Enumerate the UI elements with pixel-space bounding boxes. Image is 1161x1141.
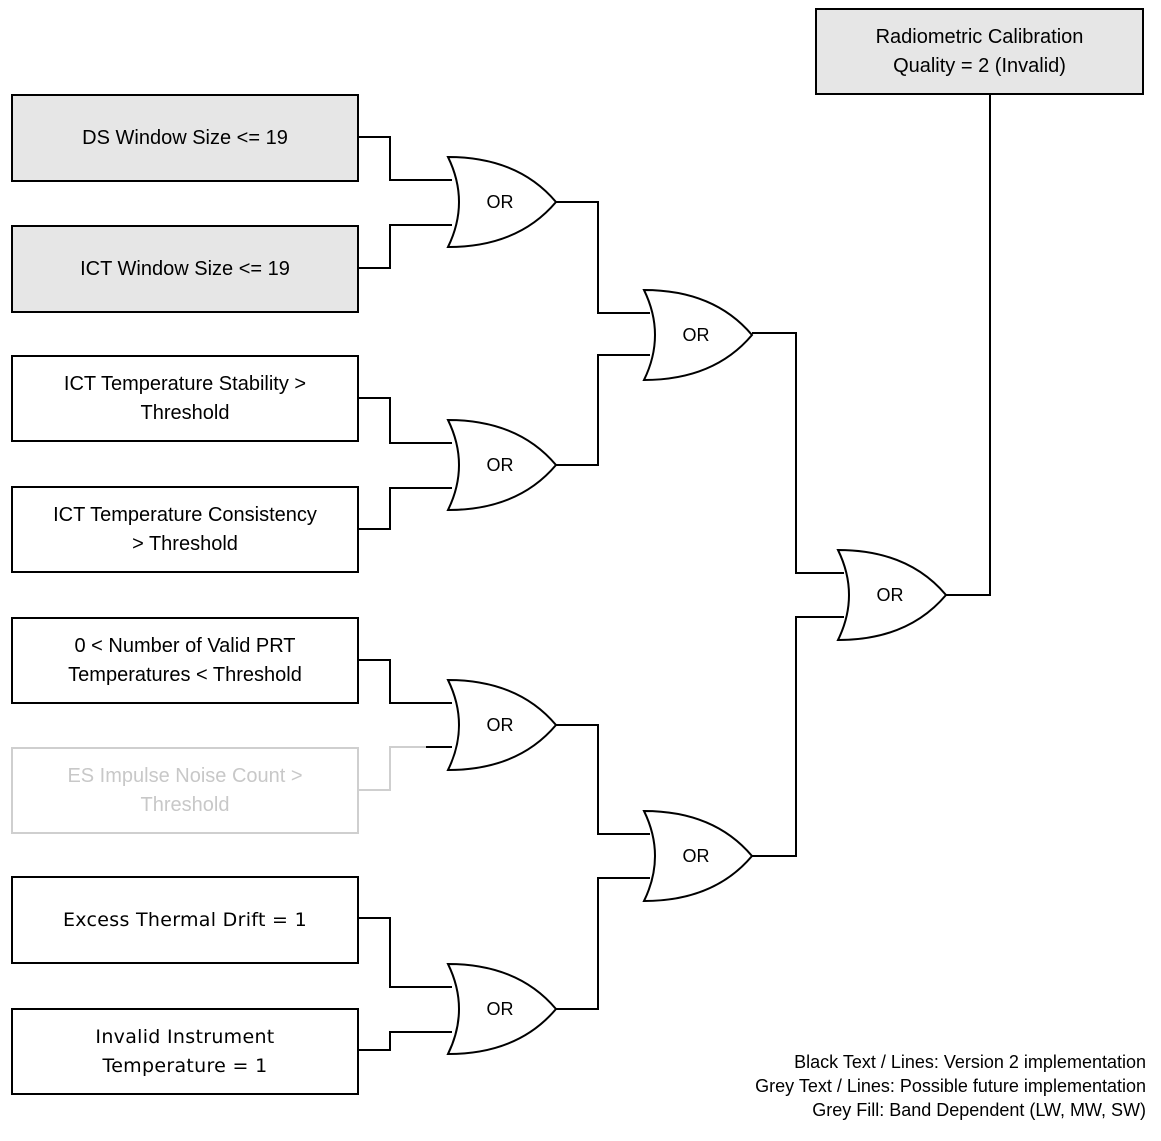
or-gate-3-label: OR: [486, 715, 514, 735]
input-label-line1: ICT Temperature Consistency: [53, 503, 317, 526]
or-gate-6-label: OR: [682, 846, 710, 866]
input-label: DS Window Size <= 19: [82, 126, 288, 149]
input-box-excess-thermal-drift: Excess Thermal Drift = 1: [11, 876, 359, 964]
wire-prt-count: [358, 659, 452, 704]
output-box-radiometric-calibration: Radiometric Calibration Quality = 2 (Inv…: [815, 8, 1144, 95]
legend-line-fill: Grey Fill: Band Dependent (LW, MW, SW): [812, 1100, 1146, 1120]
input-box-ict-temperature-consistency: ICT Temperature Consistency > Threshold: [11, 486, 359, 573]
legend-line-grey: Grey Text / Lines: Possible future imple…: [755, 1076, 1146, 1096]
legend-line-black: Black Text / Lines: Version 2 implementa…: [794, 1052, 1146, 1072]
output-line1: Radiometric Calibration: [875, 25, 1084, 48]
input-label-line2: Threshold: [140, 401, 230, 424]
input-box-invalid-instrument-temperature: Invalid Instrument Temperature = 1: [11, 1008, 359, 1095]
wire-ds-window: [358, 136, 452, 181]
or-gate-7-label: OR: [876, 585, 904, 605]
input-box-ict-temperature-stability: ICT Temperature Stability > Threshold: [11, 355, 359, 442]
or-gate-2-label: OR: [486, 455, 514, 475]
legend: Black Text / Lines: Version 2 implementa…: [586, 1050, 1146, 1122]
wire-g1-g5: [556, 201, 650, 314]
or-gate-4-label: OR: [486, 999, 514, 1019]
wire-g4-g6: [556, 877, 650, 1010]
input-label: Excess Thermal Drift = 1: [63, 908, 307, 931]
wire-es-impulse: [358, 746, 426, 791]
input-label-line1: ICT Temperature Stability >: [63, 372, 307, 395]
input-label-line2: Temperatures < Threshold: [68, 663, 302, 686]
or-gate-5-label: OR: [682, 325, 710, 345]
wire-g2-g5: [556, 354, 650, 466]
wire-ict-window: [358, 224, 452, 269]
input-box-valid-prt-temperatures: 0 < Number of Valid PRT Temperatures < T…: [11, 617, 359, 704]
wire-thermal-drift: [358, 917, 452, 988]
input-box-es-impulse-noise-count: ES Impulse Noise Count > Threshold: [11, 747, 359, 834]
input-label-line2: Threshold: [140, 793, 230, 816]
input-label-line1: 0 < Number of Valid PRT: [74, 634, 296, 657]
wire-g3-g6: [556, 724, 650, 835]
input-label-line1: Invalid Instrument: [95, 1025, 275, 1048]
wire-instrument-temp: [358, 1031, 452, 1051]
input-label-line2: Temperature = 1: [102, 1054, 268, 1077]
input-box-ict-window-size: ICT Window Size <= 19: [11, 225, 359, 313]
or-gate-1-label: OR: [486, 192, 514, 212]
input-label-line1: ES Impulse Noise Count >: [67, 764, 303, 787]
wire-g5-g7: [752, 332, 844, 574]
input-box-ds-window-size: DS Window Size <= 19: [11, 94, 359, 182]
input-label: ICT Window Size <= 19: [80, 257, 290, 280]
wire-ict-consistency: [358, 487, 452, 530]
output-line2: Quality = 2 (Invalid): [893, 54, 1066, 77]
wire-g7-output: [944, 94, 991, 596]
wire-g6-g7: [752, 616, 844, 857]
input-label-line2: > Threshold: [132, 532, 238, 555]
wire-ict-stability: [358, 397, 452, 444]
